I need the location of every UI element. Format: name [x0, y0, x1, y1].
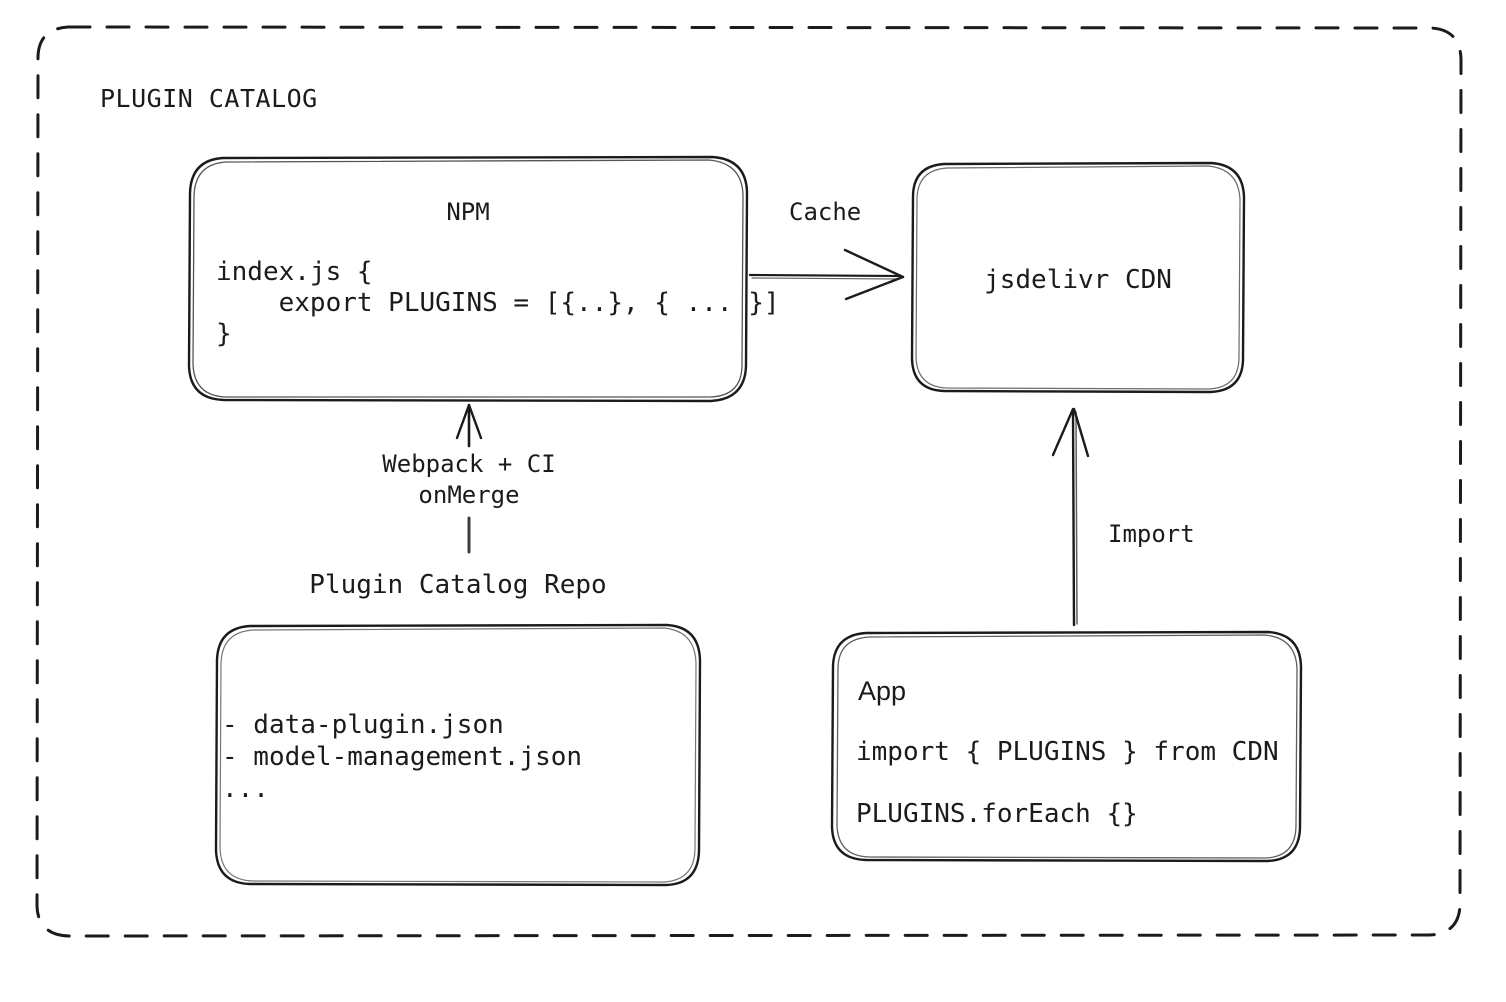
- repo-line-3: ...: [222, 774, 269, 804]
- build-edge-label-line2: onMerge: [418, 481, 520, 509]
- npm-code-line-3: }: [216, 319, 232, 349]
- app-code-line-1: import { PLUGINS } from CDN: [856, 737, 1279, 767]
- repo-caption: Plugin Catalog Repo: [309, 570, 607, 600]
- build-edge-label-line1: Webpack + CI: [382, 450, 556, 478]
- npm-title: NPM: [446, 198, 490, 226]
- repo-line-2: - model-management.json: [222, 742, 583, 772]
- app-title: App: [858, 676, 907, 706]
- npm-code-line-2: export PLUGINS = [{..}, { ... }]: [216, 288, 780, 318]
- app-code-line-2: PLUGINS.forEach {}: [856, 799, 1138, 829]
- npm-code-line-1: index.js {: [216, 257, 373, 287]
- cdn-title: jsdelivr CDN: [984, 265, 1172, 295]
- cache-edge-label: Cache: [789, 198, 862, 226]
- repo-line-1: - data-plugin.json: [222, 710, 504, 740]
- import-edge-label: Import: [1108, 520, 1195, 548]
- plugin-catalog-title: PLUGIN CATALOG: [100, 84, 318, 113]
- import-arrow: [1051, 407, 1090, 627]
